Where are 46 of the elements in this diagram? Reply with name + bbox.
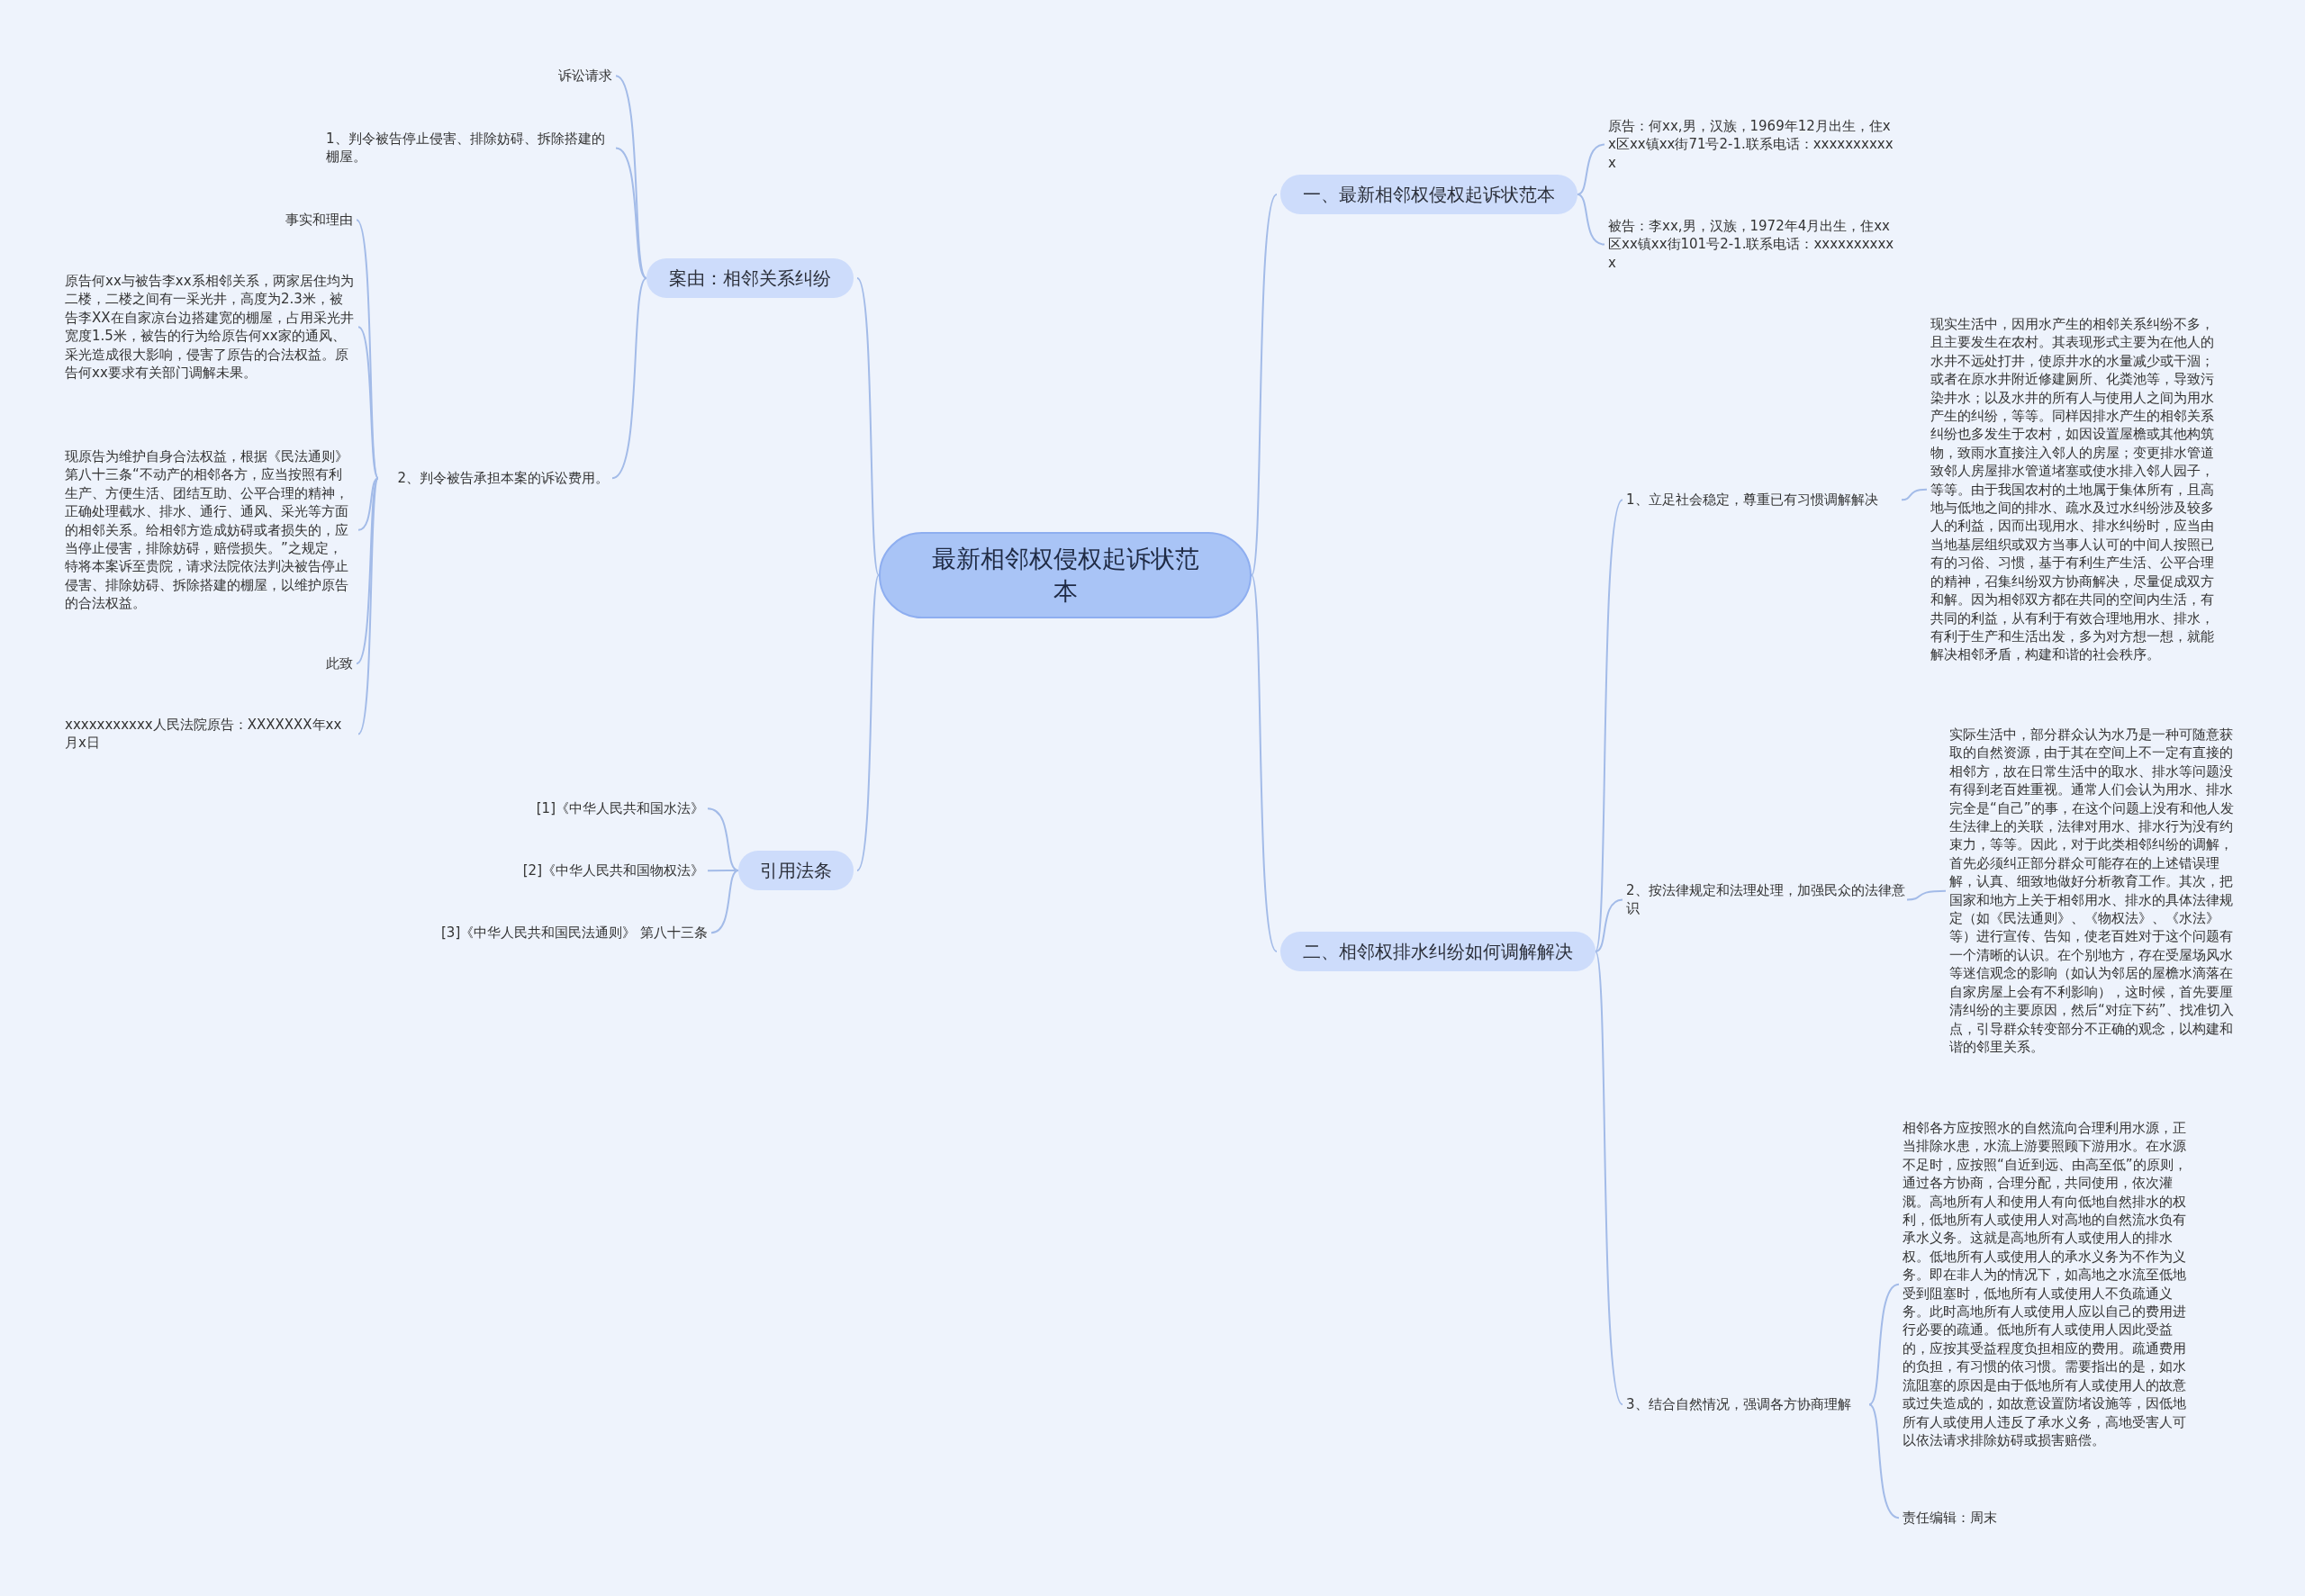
topic-text: 诉讼请求 bbox=[486, 67, 612, 86]
branch-topic-pill: 一、最新相邻权侵权起诉状范本 bbox=[1280, 175, 1577, 214]
connector-line bbox=[357, 477, 379, 735]
connector-line bbox=[1901, 488, 1928, 501]
topic-text: [2]《中华人民共和国物权法》 bbox=[432, 861, 704, 880]
topic-text: 此致 bbox=[270, 654, 353, 673]
topic-text: 2、按法律规定和法理处理，加强民众的法律意识 bbox=[1626, 881, 1907, 918]
connector-line bbox=[1251, 574, 1278, 952]
connector-line bbox=[1577, 194, 1605, 246]
topic-text: 现实生活中，因用水产生的相邻关系纠纷不多，且主要发生在农村。其表现形式主要为在他人的水井不远处打井，使原井水的水量减少或干涸；或者在原水井附近修建厕所、化粪池等，导致污染井水；以及水井的所有人与使用人之间为用水产生的纠纷，等等。同样因排水产生的相邻关系纠纷也多发生于农村，如因设置屋檐或其他构筑物，致雨水直接注入邻人的房屋；变更排水管道致邻人房屋排水管道堵塞或使水排入邻人园子，等等。由于我国农村的土地属于集体所有，且高地与低地之间的排水、疏水及过水纠纷涉及较多人的利益，因而出现用水、排水纠纷时，应当由当地基层组织或双方当事人认可的中间人按照已有的习俗、习惯，基于有利生产生活、公平合理的精神，召集纠纷双方协商解决，尽量促成双方和解。因为相邻双方都在共同的空间内生活，有共同的利益，从有利于有效合理地用水、排水，有利于生产和生活出发，多为对方想一想，就能解决相邻矛盾，构建和谐的社会秩序。 bbox=[1930, 315, 2222, 664]
connector-line bbox=[1595, 951, 1623, 1406]
topic-text: 2、判令被告承担本案的诉讼费用。 bbox=[378, 469, 609, 488]
connector-line bbox=[357, 326, 379, 480]
topic-text: 原告：何xx,男，汉族，1969年12月出生，住xx区xx镇xx街71号2-1.联系电话：xxxxxxxxxxx bbox=[1608, 117, 1898, 173]
central-topic-pill: 最新相邻权侵权起诉状范本 bbox=[879, 532, 1252, 618]
connector-line bbox=[1577, 143, 1605, 195]
connector-line bbox=[1595, 898, 1623, 952]
connector-line bbox=[1595, 499, 1623, 952]
topic-text: xxxxxxxxxxx人民法院原告：XXXXXXX年xx月x日 bbox=[65, 716, 355, 753]
topic-text: 3、结合自然情况，强调各方协商理解 bbox=[1626, 1395, 1869, 1414]
connector-line bbox=[1868, 1283, 1900, 1406]
topic-text: [3]《中华人民共和国民法通则》 第八十三条 bbox=[387, 924, 708, 942]
topic-text: 现原告为维护自身合法权益，根据《民法通则》第八十三条“不动产的相邻各方，应当按照有利生产、方便生活、团结互助、公平合理的精神，正确处理截水、排水、通行、通风、采光等方面的相邻关系。给相邻方造成妨碍或者损失的，应当停止侵害，排除妨碍，赔偿损失。”之规定，特将本案诉至贵院，请求法院依法判决被告停止侵害、排除妨碍、拆除搭建的棚屋，以维护原告的合法权益。 bbox=[65, 447, 355, 613]
topic-text: 实际生活中，部分群众认为水乃是一种可随意获取的自然资源，由于其在空间上不一定有直接的相邻方，故在日常生活中的取水、排水等问题没有得到老百姓重视。通常人们会认为用水、排水完全是“自己”的事，在这个问题上没有和他人发生法律上的关联，法律对用水、排水行为没有约束力，等等。因此，对于此类相邻纠纷的调解，首先必须纠正部分群众可能存在的上述错误理解，认真、细致地做好分析教育工作。其次，把国家和地方上关于相邻用水、排水的具体法律规定（如《民法通则》、《物权法》、《水法》等）进行宣传、告知，使老百姓对于这个问题有一个清晰的认识。在个别地方，存在受屋场风水等迷信观念的影响（如认为邻居的屋檐水滴落在自家房屋上会有不利影响），这时候，首先要厘清纠纷的主要原因，然后“对症下药”、找准切入点，引导群众转变部分不正确的观念，以构建和谐的邻里关系。 bbox=[1949, 726, 2241, 1057]
connector-line bbox=[856, 277, 880, 576]
connector-line bbox=[357, 477, 379, 531]
topic-text: 1、立足社会稳定，尊重已有习惯调解解决 bbox=[1626, 491, 1902, 509]
connector-line bbox=[615, 147, 647, 279]
connector-line bbox=[356, 477, 379, 665]
topic-text: 被告：李xx,男，汉族，1972年4月出生，住xx区xx镇xx街101号2-1.联系电话：xxxxxxxxxxx bbox=[1608, 217, 1898, 273]
connector-line bbox=[710, 870, 739, 934]
topic-text: 原告何xx与被告李xx系相邻关系，两家居住均为二楼，二楼之间有一采光井，高度为2.3米，被告李XX在自家凉台边搭建宽的棚屋，占用采光井宽度1.5米，被告的行为给原告何xx家的通风、采光造成很大影响，侵害了原告的合法权益。原告何xx要求有关部门调解未果。 bbox=[65, 272, 355, 383]
topic-text: 相邻各方应按照水的自然流向合理利用水源，正当排除水患，水流上游要照顾下游用水。在水源不足时，应按照“自近到远、由高至低”的原则，通过各方协商，合理分配，共同使用，依次灌溉。高地所有人和使用人有向低地自然排水的权利，低地所有人或使用人对高地的自然流水负有承水义务。这就是高地所有人或使用人的排水权。低地所有人或使用人的承水义务为不作为义务。即在非人为的情况下，如高地之水流至低地受到阻塞时，低地所有人或使用人不负疏通义务。此时高地所有人或使用人应以自己的费用进行必要的疏通。低地所有人或使用人因此受益的，应按其受益程度负担相应的费用。疏通费用的负担，有习惯的依习惯。需要指出的是，如水流阻塞的原因是由于低地所有人或使用人的故意或过失造成的，如故意设置防堵设施等，因低地所有人或使用人违反了承水义务，高地受害人可以依法请求排除妨碍或损害赔偿。 bbox=[1903, 1119, 2194, 1450]
topic-text: 1、判令被告停止侵害、排除妨碍、拆除搭建的棚屋。 bbox=[326, 130, 612, 167]
connector-line bbox=[611, 277, 647, 480]
connector-line bbox=[856, 574, 880, 871]
branch-topic-pill: 二、相邻权排水纠纷如何调解解决 bbox=[1280, 932, 1595, 971]
topic-text: 事实和理由 bbox=[243, 211, 353, 230]
connector-line bbox=[1906, 889, 1947, 901]
branch-topic-pill: 案由：相邻关系纠纷 bbox=[646, 258, 854, 298]
branch-topic-pill: 引用法条 bbox=[738, 851, 854, 890]
connector-line bbox=[707, 807, 739, 871]
connector-line bbox=[1251, 194, 1278, 576]
connector-line bbox=[1868, 1403, 1900, 1519]
topic-text: 责任编辑：周末 bbox=[1903, 1509, 2083, 1528]
topic-text: [1]《中华人民共和国水法》 bbox=[450, 799, 704, 818]
